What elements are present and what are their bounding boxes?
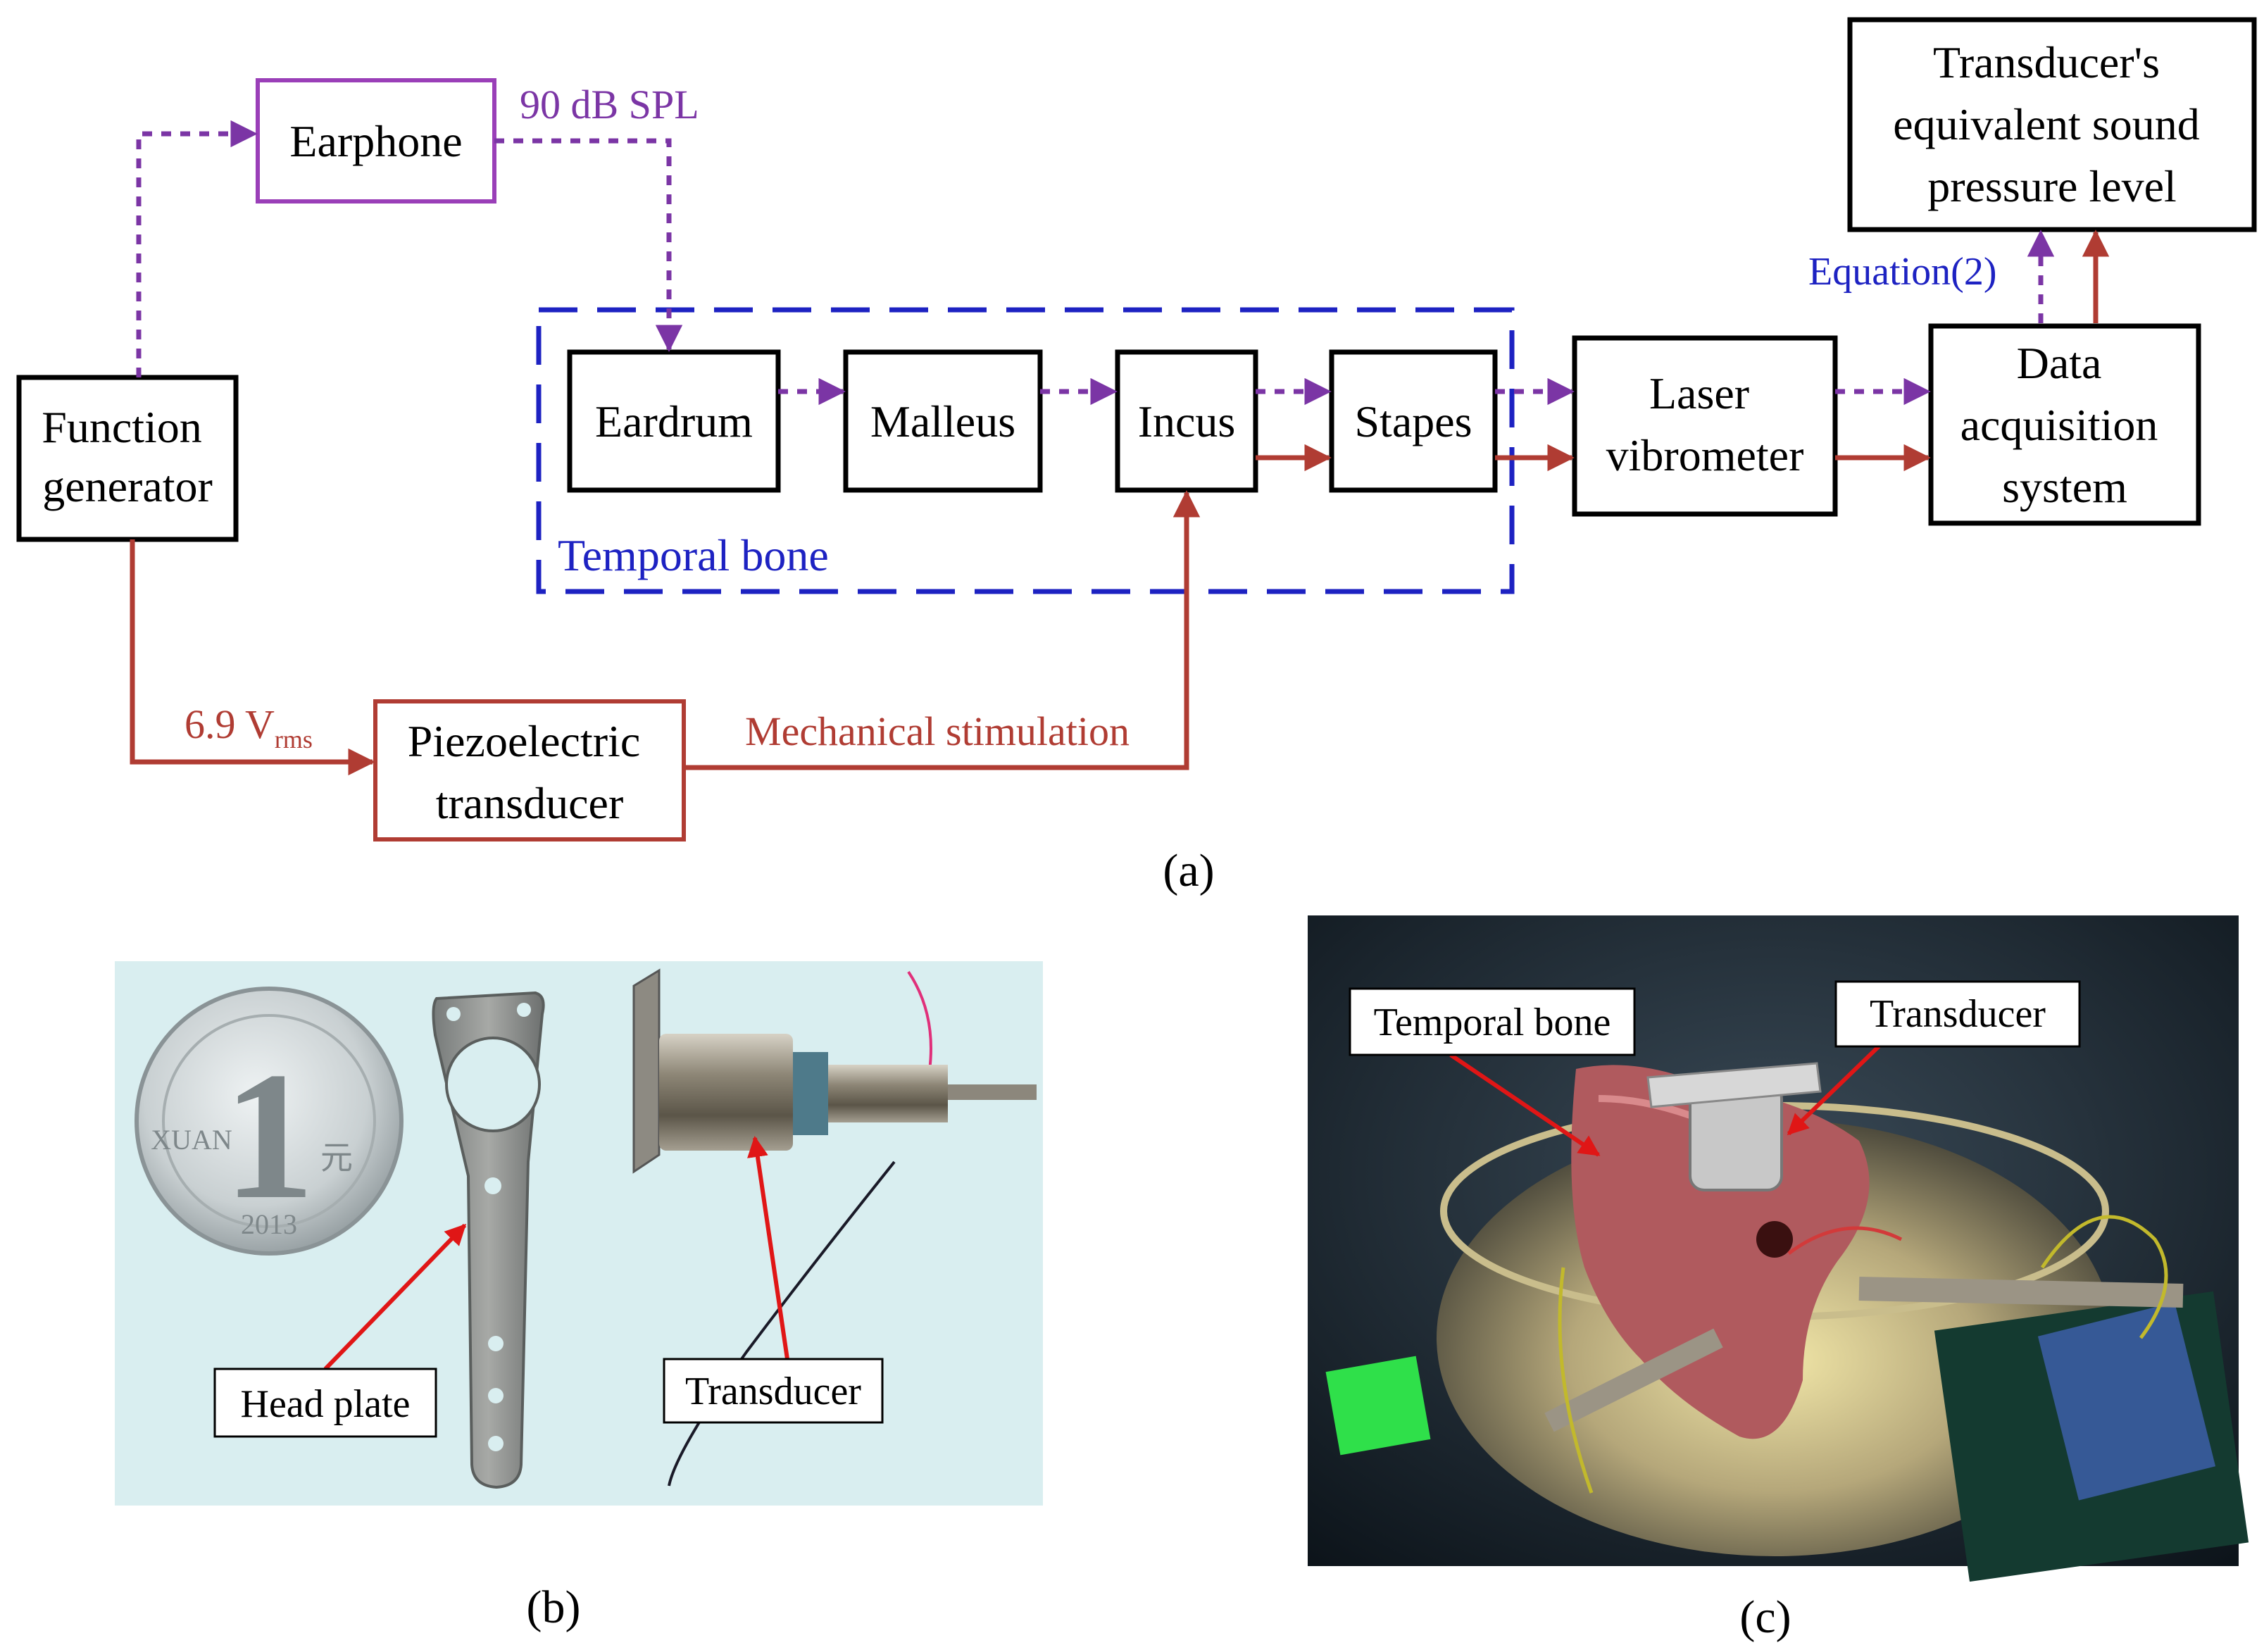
voltage-subscript: rms: [275, 725, 313, 753]
coin-text-right: 元: [320, 1140, 353, 1176]
transducer-label-b: Transducer: [685, 1370, 861, 1413]
equivalent-spl-line-3: pressure level: [1927, 161, 2177, 211]
acoustic-path: [136, 120, 2055, 406]
panel-a-block-diagram: Temporal bone Function generator Earphon…: [16, 17, 2257, 896]
coin-year: 2013: [241, 1208, 297, 1240]
malleus-node: Malleus: [843, 349, 1043, 493]
data-acquisition-line-3: system: [2002, 462, 2127, 512]
function-generator-node: Function generator: [16, 375, 239, 542]
transducer-pointer-c: [1787, 1044, 1881, 1136]
earphone-node: Earphone: [256, 78, 496, 204]
equivalent-spl-line-1: Transducer's: [1933, 37, 2160, 87]
arrow-earphone-to-eardrum: [494, 138, 683, 352]
transducer-illustration: [632, 968, 1037, 1487]
head-plate-pointer: [323, 1223, 467, 1371]
arrow-generator-to-earphone: [136, 120, 258, 377]
incus-text: Incus: [1138, 396, 1236, 446]
equivalent-spl-node: Transducer's equivalent sound pressure l…: [1847, 17, 2257, 232]
temporal-bone-label: Temporal bone: [558, 530, 829, 580]
temporal-bone-callout: Temporal bone: [1349, 987, 1636, 1056]
function-generator-text: Function generator: [42, 402, 213, 511]
malleus-text: Malleus: [870, 396, 1015, 446]
arrow-generator-to-piezo: [130, 539, 375, 776]
acoustic-level-label: 90 dB SPL: [520, 82, 699, 127]
mechanical-path: [130, 230, 2110, 776]
function-generator-line-1: Function: [42, 402, 202, 452]
panel-c-caption: (c): [1739, 1591, 1791, 1643]
equivalent-spl-line-2: equivalent sound: [1893, 99, 2199, 149]
laser-vibrometer-node: Laser vibrometer: [1572, 335, 1838, 517]
coin-digit: 1: [223, 1034, 315, 1237]
panel-b-photo: 1 XUAN 元 2013: [115, 961, 1043, 1633]
voltage-label: 6.9 Vrms: [185, 701, 313, 753]
blue-tape: [2037, 1302, 2216, 1501]
temporal-bone-group: [536, 307, 1515, 594]
equation-label: Equation(2): [1808, 250, 1996, 294]
data-acquisition-text: Data acquisition system: [1960, 338, 2170, 512]
head-plate-label: Head plate: [241, 1382, 411, 1426]
panel-b-caption: (b): [527, 1582, 581, 1633]
head-plate-illustration: [432, 991, 545, 1489]
coin-text-left: XUAN: [151, 1124, 232, 1156]
piezo-transducer-text: Piezoelectric transducer: [408, 716, 651, 828]
transducer-photo-label: Transducer: [1870, 992, 2046, 1036]
transducer-callout-c: Transducer: [1834, 980, 2081, 1048]
function-generator-line-2: generator: [42, 461, 213, 511]
transducer-in-photo: [1646, 1062, 1822, 1191]
mechanical-stimulation-label: Mechanical stimulation: [745, 708, 1130, 754]
eardrum-node: Eardrum: [567, 349, 781, 493]
stapes-node: Stapes: [1329, 349, 1498, 493]
green-light: [1325, 1356, 1431, 1456]
laser-vibrometer-line-2: vibrometer: [1606, 430, 1804, 480]
arrow-piezo-to-incus: [684, 490, 1201, 770]
data-acquisition-line-1: Data: [2017, 338, 2102, 388]
transducer-pointer-b: [747, 1136, 789, 1360]
equivalent-spl-text: Transducer's equivalent sound pressure l…: [1893, 37, 2210, 211]
temporal-bone-pointer: [1449, 1053, 1601, 1157]
data-acquisition-node: Data acquisition system: [1928, 323, 2201, 526]
temporal-bone-photo-label: Temporal bone: [1374, 1001, 1611, 1044]
earphone-text: Earphone: [289, 116, 462, 166]
laser-vibrometer-line-1: Laser: [1649, 368, 1749, 418]
panel-c-photo: Temporal bone Transducer (c): [1308, 915, 2249, 1643]
transducer-callout-b: Transducer: [663, 1358, 884, 1424]
rods-and-wires: [1544, 1215, 2184, 1494]
coin-illustration: 1 XUAN 元 2013: [135, 987, 404, 1256]
piezo-transducer-line-2: transducer: [436, 778, 624, 828]
piezo-transducer-node: Piezoelectric transducer: [373, 699, 686, 841]
data-acquisition-line-2: acquisition: [1960, 400, 2158, 450]
head-plate-callout: Head plate: [213, 1368, 437, 1438]
incus-node: Incus: [1115, 349, 1258, 493]
panel-a-caption: (a): [1163, 845, 1214, 896]
piezo-transducer-line-1: Piezoelectric: [408, 716, 640, 766]
stapes-text: Stapes: [1354, 396, 1472, 446]
voltage-value: 6.9 V: [185, 701, 275, 747]
temporal-bone-specimen: [1571, 1065, 1870, 1439]
eardrum-text: Eardrum: [595, 396, 753, 446]
laser-vibrometer-text: Laser vibrometer: [1606, 368, 1804, 480]
